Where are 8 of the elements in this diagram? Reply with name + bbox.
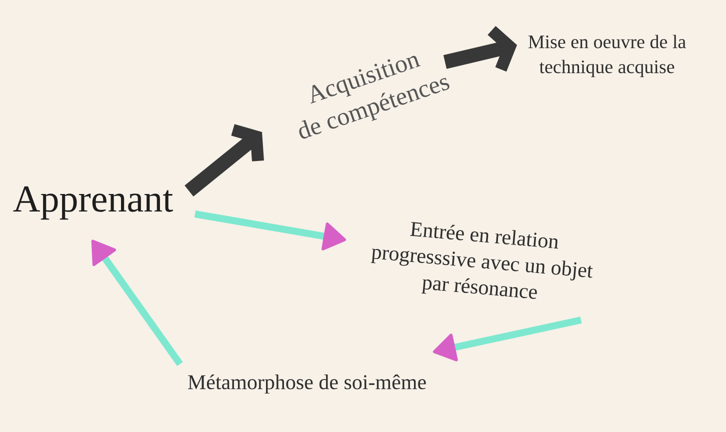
node-label: Entrée en relation progresssive avec un objet par résonance [370, 222, 593, 299]
arrow [184, 124, 264, 196]
arrow [91, 240, 183, 366]
arrow [194, 210, 346, 250]
node-label: Mise en oeuvre de la technique acquise [528, 34, 686, 78]
node-label: Apprenant [13, 186, 173, 220]
arrow [432, 316, 582, 362]
node-label: Métamorphose de soi-même [188, 374, 426, 394]
